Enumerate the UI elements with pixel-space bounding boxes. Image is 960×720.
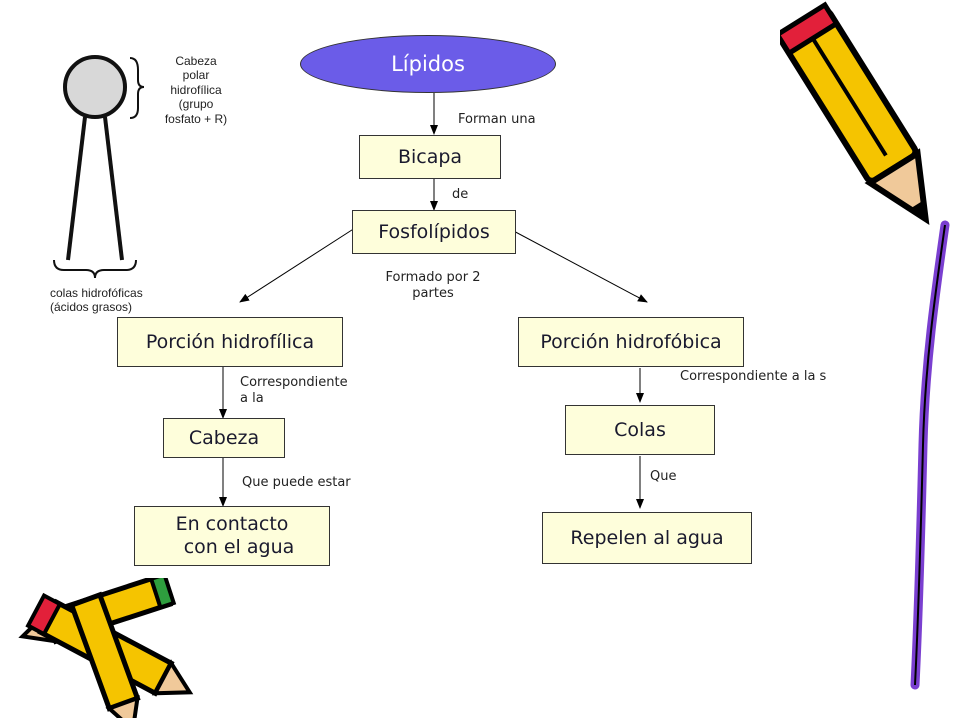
node-porcion-hidrofobica: Porción hidrofóbica: [518, 317, 744, 367]
link-label-formado-line: Formado por 2: [385, 270, 481, 285]
node-en-contacto: En contacto con el agua: [134, 506, 330, 566]
pencils-bottom-left-clipart: [18, 578, 194, 718]
head-label-line: hidrofílica: [170, 82, 222, 97]
tail-label-line: (ácidos grasos): [50, 300, 133, 315]
node-colas: Colas: [565, 405, 715, 455]
head-label-line: fosfato + R): [164, 111, 228, 126]
tail-label: colas hidrofóficas (ácidos grasos): [50, 286, 143, 315]
fatty-acid-tail-left: [66, 116, 87, 261]
node-en-contacto-line: con el agua: [183, 536, 295, 558]
phospholipid-figure: [53, 55, 145, 279]
tail-brace: [53, 259, 137, 279]
node-lipidos: Lípidos: [300, 35, 556, 93]
node-repelen: Repelen al agua: [542, 512, 752, 564]
node-en-contacto-line: En contacto: [175, 513, 289, 536]
link-label-que-puede: Que puede estar: [242, 475, 351, 490]
phospholipid-head: [63, 55, 127, 119]
node-bicapa: Bicapa: [359, 135, 501, 179]
arrow-fosfolipidos-hidrofobica: [507, 227, 648, 303]
link-label-de: de: [452, 187, 469, 202]
node-fosfolipidos: Fosfolípidos: [352, 210, 516, 254]
link-label-formado-line: partes: [412, 286, 454, 302]
node-cabeza: Cabeza: [163, 418, 285, 458]
link-label-correspondiente-left-line: a la: [240, 391, 264, 407]
fatty-acid-tail-right: [103, 116, 124, 261]
node-porcion-hidrofilica: Porción hidrofílica: [117, 317, 343, 367]
tail-label-line: colas hidrofóficas: [50, 286, 143, 300]
head-brace: [129, 57, 145, 119]
link-label-correspondiente-right: Correspondiente a la s: [680, 369, 827, 384]
link-label-que: Que: [650, 469, 677, 484]
link-label-formado: Formado por 2 partes: [363, 270, 503, 303]
head-label-line: Cabeza: [175, 54, 217, 68]
link-label-correspondiente-left-line: Correspondiente: [240, 375, 348, 390]
pencil-top-right-clipart: [780, 1, 930, 226]
link-label-correspondiente-left: Correspondiente a la: [240, 375, 348, 408]
head-label-line: (grupo: [178, 97, 214, 112]
head-label-line: polar: [182, 68, 210, 83]
arrow-fosfolipidos-hidrofilica: [239, 227, 356, 303]
pencil-right-edge-clipart: [910, 220, 950, 690]
link-label-forman: Forman una: [458, 112, 536, 127]
head-label: Cabeza polar hidrofílica (grupo fosfato …: [146, 54, 246, 126]
